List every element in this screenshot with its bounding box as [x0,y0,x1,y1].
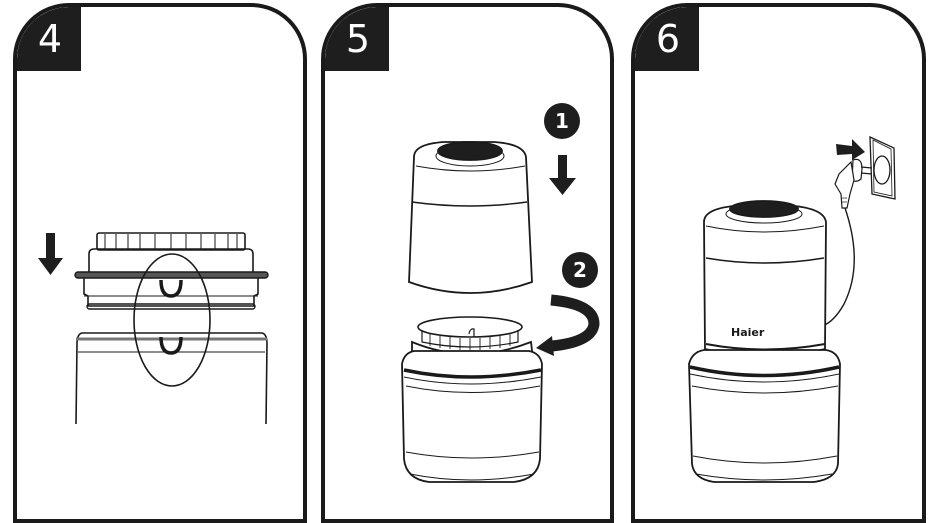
brand-label: Haier [731,326,765,339]
down-arrow-icon [549,155,576,195]
wall-socket-icon [869,135,896,200]
step-panel-6: 6 [631,3,926,523]
down-arrow-icon [38,233,63,275]
assembled-grinder-drawing [688,200,841,483]
power-cord [821,207,855,327]
alignment-highlight-ellipse [133,253,211,387]
right-arrow-icon [836,139,865,160]
plug-icon [834,158,873,209]
blade-assembly-illustration [38,232,269,425]
lid-drawing [408,141,533,294]
bowl-drawing [401,316,543,483]
sub-step-1-badge: 1 [544,103,580,139]
step-panel-5: 5 1 2 [321,3,614,523]
sub-step-2-badge: 2 [562,252,598,288]
rotate-arrow-icon [536,294,600,356]
svg-text:1: 1 [555,109,569,133]
plug-in-illustration: Haier [688,135,896,483]
step-number-badge: 4 [17,7,81,71]
svg-text:2: 2 [573,258,587,282]
step-panel-4: 4 [13,3,307,523]
lid-assembly-illustration: 1 2 [401,103,600,483]
